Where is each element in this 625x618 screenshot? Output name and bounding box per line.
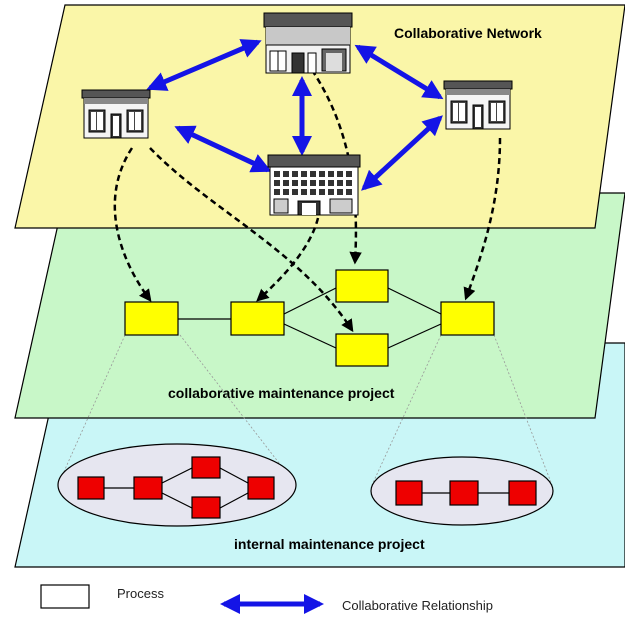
mapping-arrow — [149, 147, 354, 333]
internal-process-box — [395, 480, 423, 506]
process-box — [124, 301, 179, 336]
internal-process-box — [191, 456, 221, 479]
process-box — [230, 301, 285, 336]
mapping-arrow — [310, 69, 362, 265]
internal-process-box — [449, 480, 479, 506]
collaborative-relationship-arrows — [146, 39, 444, 191]
internal-processes-left — [77, 456, 275, 519]
office-building-icon — [267, 154, 361, 216]
collaborative-process-connectors — [178, 287, 442, 349]
internal-process-box — [133, 476, 163, 500]
factory-building-icon — [263, 12, 353, 74]
relationship-arrow — [174, 125, 272, 173]
mapping-arrow — [113, 147, 152, 303]
internal-processes-right — [395, 480, 537, 506]
relationship-arrow — [361, 115, 443, 191]
mapping-arrow — [256, 217, 320, 302]
internal-process-box — [77, 476, 105, 500]
internal-project-ellipse-left — [57, 443, 297, 527]
internal-process-box — [508, 480, 537, 506]
mapping-arrow — [463, 137, 502, 301]
shop-building-icon — [443, 80, 513, 130]
internal-process-box — [191, 496, 221, 519]
legend-process-swatch — [40, 584, 90, 609]
collaborative-network-label: Collaborative Network — [394, 25, 542, 41]
internal-process-box — [247, 476, 275, 500]
mapping-arrows — [113, 69, 502, 333]
process-box — [335, 333, 389, 367]
shop-building-icon — [81, 89, 151, 139]
relationship-arrow — [146, 39, 262, 91]
process-box — [440, 301, 495, 336]
relationship-arrow — [354, 44, 444, 100]
internal-project-label: internal maintenance project — [234, 536, 425, 552]
legend-process-label: Process — [117, 586, 164, 601]
projection-lines — [57, 334, 553, 486]
internal-process-connectors-left — [104, 467, 249, 509]
process-box — [335, 269, 389, 303]
legend: Process Collaborative Relationship — [40, 584, 493, 614]
collaborative-project-label: collaborative maintenance project — [168, 385, 395, 401]
legend-relationship-label: Collaborative Relationship — [342, 598, 493, 613]
collaborative-processes — [124, 269, 495, 367]
